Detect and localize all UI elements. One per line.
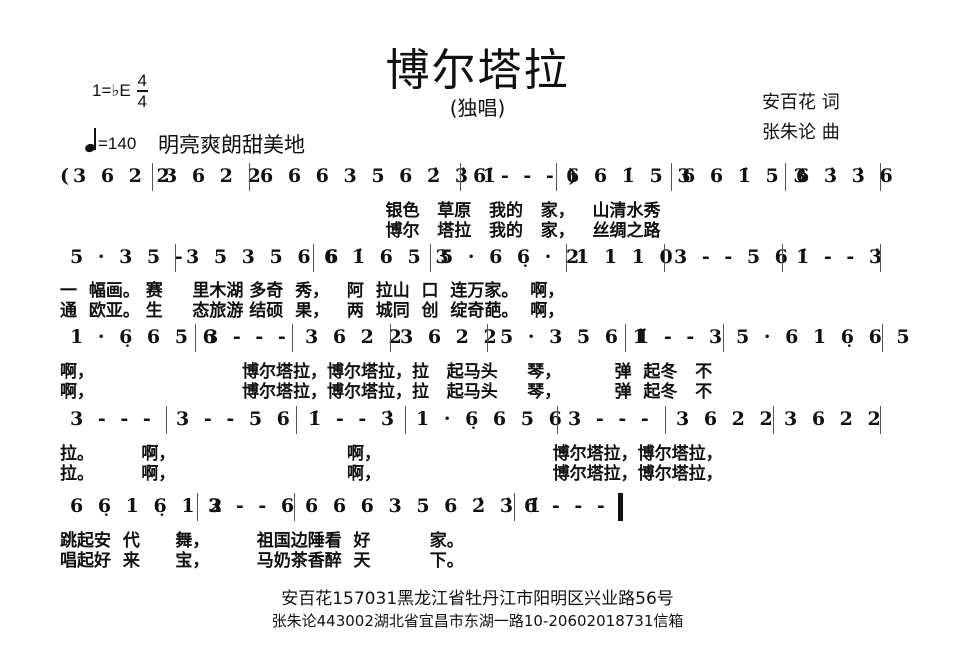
lyric-verse-1: 啊， 博尔塔拉，博尔塔拉，拉 起马头 琴， 弹 起冬 不 [60,362,713,382]
lyric-verse-2: 通 欧亚。 生 态旅游 结硕 果， 两 城同 创 绽奇葩。 啊， [60,301,565,321]
score-line-2: 5 · 3 5 - 3 5 3 5 6 6 6 1̇ 6 5 3 5 · 6 6… [60,242,900,272]
measure: (3 6 2 2 [60,165,174,187]
tempo-value: =140 [98,134,137,153]
measure: 6 - - - [524,495,609,517]
measure: 6 1̇ 6 5 3 [324,246,453,268]
measure: 6 3̇ 3̇ 6 [796,165,897,187]
measure: 6 6 6 3 5 6 2̇ 3̇ 1̇ [305,495,545,517]
lyric-verse-1: 一 幅画。 赛 里木湖 多奇 秀， 阿 拉山 口 连万家。 啊， [60,281,565,301]
lyricist-address: 安百花157031黑龙江省牡丹江市阳明区兴业路56号 [281,589,674,609]
measure: 3 - - 5 6 [176,408,294,430]
measure: 3 - - - [205,326,290,348]
expression-mark: 明亮爽朗甜美地 [158,133,305,157]
measure: 3 6 2 2 [676,408,777,430]
lyric-verse-1: 银色 草原 我的 家， 山清水秀 [60,201,661,221]
measure: 3 6 2 2 [164,165,265,187]
lyric-verse-2: 拉。 啊， 啊， 博尔塔拉，博尔塔拉， [60,464,723,484]
measure: 3 - - - [568,408,653,430]
measure: 3 - - 5 6 [674,246,792,268]
score-line-5: 6 6̣ 1 6̣ 1 2 3 - - 6 6 6 6 3 5 6 2̇ 3̇ … [60,491,900,521]
measure: 1̇ - - 3 [636,326,727,348]
measure: 3 6 2 2 [400,326,501,348]
quarter-note-icon [82,128,97,154]
measure: 6 - - - ) [473,165,582,187]
song-title: 博尔塔拉 [385,45,570,96]
key-signature: 1=♭E 4 4 [92,72,148,110]
measure: 3 - - - [70,408,155,430]
lyric-verse-1: 拉。 啊， 啊， 博尔塔拉，博尔塔拉， [60,444,723,464]
measure: 5 · 3 5 - [70,246,187,268]
tempo-mark: =140 [82,128,136,154]
measure: 3 6 2 2 [784,408,885,430]
measure: 6 6 1̇ 5 3 [566,165,695,187]
measure: 1̇ - - 3̇ [796,246,887,268]
time-signature: 4 4 [136,71,148,111]
key-label: 1=♭E [92,80,131,100]
measure: 3 - - 6 [208,495,299,517]
measure: 1 1 1 0 [576,246,677,268]
composer-credit: 张朱论 曲 [762,122,840,143]
song-subtitle: (独唱) [449,96,506,120]
measure: 5 · 3 5 6 1̇ [500,326,650,348]
measure: 5 · 6 6̣ · 2 [440,246,584,268]
lyricist-credit: 安百花 词 [762,92,840,113]
measure: 6 6 1̇ 5 3 [682,165,811,187]
lyric-verse-2: 博尔 塔拉 我的 家， 丝绸之路 [60,221,661,241]
score-line-4: 3 - - - 3 - - 5 6 1̇ - - 3̇ 1 · 6̣ 6 5 6… [60,404,900,434]
measure: 3 5 3 5 6 6 [186,246,343,268]
lyric-verse-2: 啊， 博尔塔拉，博尔塔拉，拉 起马头 琴， 弹 起冬 不 [60,382,713,402]
measure: 6 6̣ 1 6̣ 1 2 [70,495,227,517]
measure: 3 6 2 2 [305,326,406,348]
measure: 1̇ - - 3̇ [308,408,399,430]
lyric-verse-1: 跳起安 代 舞， 祖国边陲看 好 家。 [60,531,464,551]
measure: 5 · 6 1 6̣ 6 5 [736,326,914,348]
measure: 1 · 6̣ 6 5 6 [70,326,220,348]
score-line-1: (3 6 2 2 3 6 2 2 6 6 6 3 5 6 2̇ 3̇ 1̇ 6 … [60,161,900,191]
composer-address: 张朱论443002湖北省宜昌市东湖一路10-20602018731信箱 [271,612,684,630]
measure: 6 6 6 3 5 6 2̇ 3̇ 1̇ [260,165,500,187]
final-barline [618,493,623,521]
lyric-verse-2: 唱起好 来 宝， 马奶茶香醉 天 下。 [60,551,464,571]
measure: 1 · 6̣ 6 5 6 [416,408,566,430]
score-line-3: 1 · 6̣ 6 5 6 3 - - - 3 6 2 2 3 6 2 2 5 ·… [60,322,910,352]
